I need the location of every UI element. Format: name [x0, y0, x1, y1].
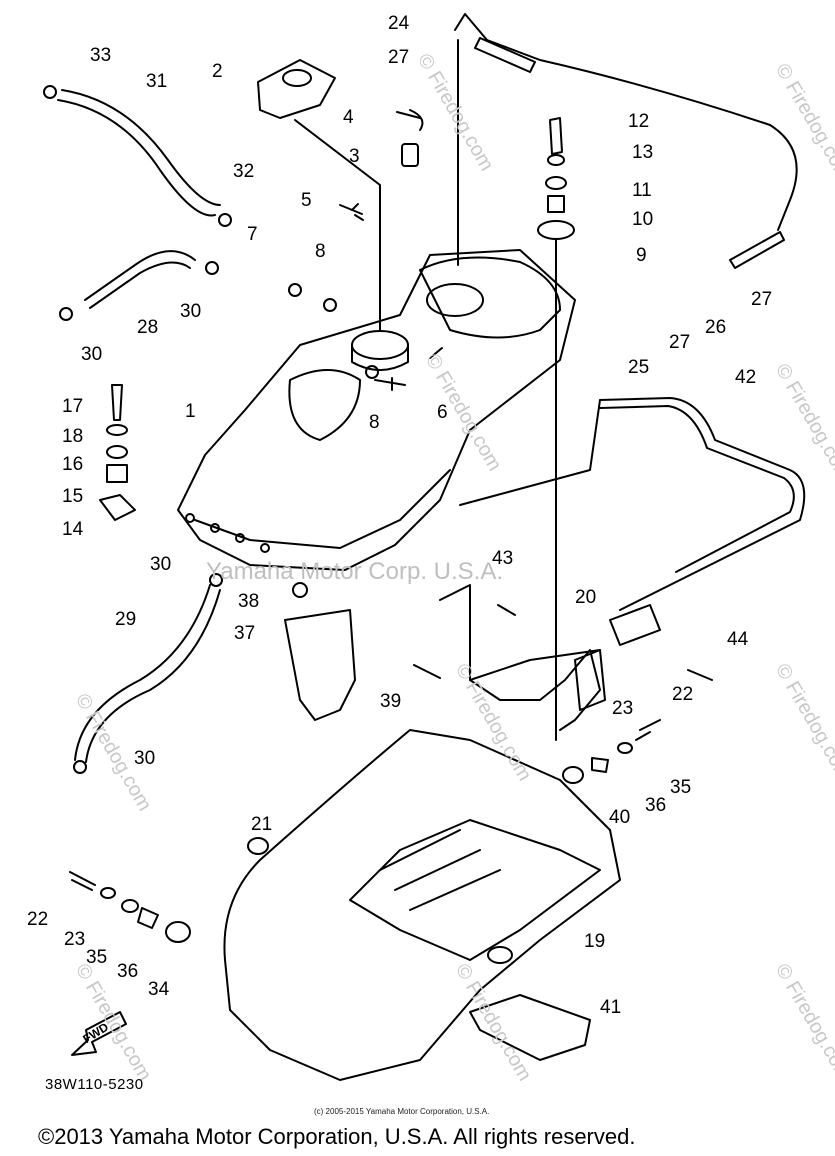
vent-hose-29 — [74, 584, 221, 763]
part-label-36: 36 — [645, 795, 667, 816]
part-label-32: 32 — [233, 161, 255, 182]
part-label-40: 40 — [609, 807, 631, 828]
part-label-30: 30 — [180, 301, 202, 322]
part-label-24: 24 — [388, 13, 410, 34]
part-label-41: 41 — [600, 997, 622, 1018]
part-label-8: 8 — [369, 412, 380, 433]
part-label-35: 35 — [86, 947, 108, 968]
part-label-36: 36 — [117, 961, 139, 982]
part-label-35: 35 — [670, 777, 692, 798]
part-label-22: 22 — [27, 909, 49, 930]
part-label-44: 44 — [727, 629, 749, 650]
part-label-30: 30 — [81, 344, 103, 365]
part-label-27: 27 — [388, 47, 410, 68]
part-label-9: 9 — [636, 245, 647, 266]
diagram-code: 38W110-5230 — [45, 1076, 144, 1093]
part-label-27: 27 — [751, 289, 773, 310]
part-label-6: 6 — [437, 402, 448, 423]
part-label-10: 10 — [632, 209, 654, 230]
part-label-30: 30 — [134, 748, 156, 769]
part-label-31: 31 — [146, 71, 168, 92]
part-label-23: 23 — [612, 698, 634, 719]
vent-hose-31 — [57, 89, 221, 217]
part-label-39: 39 — [380, 691, 402, 712]
part-label-12: 12 — [628, 111, 650, 132]
part-label-16: 16 — [62, 454, 84, 475]
part-label-14: 14 — [62, 519, 84, 540]
front-bar — [599, 397, 806, 611]
copyright: ©2013 Yamaha Motor Corporation, U.S.A. A… — [38, 1124, 636, 1149]
part-label-7: 7 — [247, 224, 258, 245]
part-label-34: 34 — [148, 979, 170, 1000]
part-label-25: 25 — [628, 357, 650, 378]
center-watermark: Yamaha Motor Corp. U.S.A. — [206, 558, 503, 585]
part-label-22: 22 — [672, 684, 694, 705]
bracket — [439, 584, 601, 731]
part-label-13: 13 — [632, 142, 654, 163]
part-label-8: 8 — [315, 241, 326, 262]
part-label-3: 3 — [349, 146, 360, 167]
breather-hose — [454, 13, 798, 231]
part-label-42: 42 — [735, 367, 757, 388]
part-label-33: 33 — [90, 45, 112, 66]
skid-plate — [469, 994, 591, 1061]
part-label-27: 27 — [669, 332, 691, 353]
fwd-arrow — [71, 1011, 127, 1056]
part-label-18: 18 — [62, 426, 84, 447]
part-label-23: 23 — [64, 929, 86, 950]
part-label-37: 37 — [234, 623, 256, 644]
part-label-21: 21 — [251, 814, 273, 835]
guard — [284, 609, 356, 721]
part-label-1: 1 — [185, 401, 196, 422]
part-label-43: 43 — [492, 548, 514, 569]
part-label-19: 19 — [584, 931, 606, 952]
part-label-4: 4 — [343, 107, 354, 128]
part-label-17: 17 — [62, 396, 84, 417]
part-label-11: 11 — [632, 180, 652, 201]
fine-print: (c) 2005-2015 Yamaha Motor Corporation, … — [314, 1107, 490, 1116]
part-label-15: 15 — [62, 486, 84, 507]
fuel-tank — [177, 249, 576, 571]
part-label-2: 2 — [212, 61, 223, 82]
part-label-26: 26 — [705, 317, 727, 338]
part-label-38: 38 — [238, 591, 260, 612]
part-label-20: 20 — [575, 587, 597, 608]
part-label-29: 29 — [115, 609, 137, 630]
part-label-30: 30 — [150, 554, 172, 575]
fuel-cap — [257, 59, 336, 119]
part-label-28: 28 — [137, 317, 159, 338]
part-label-5: 5 — [301, 190, 312, 211]
front-fender — [223, 729, 621, 1081]
